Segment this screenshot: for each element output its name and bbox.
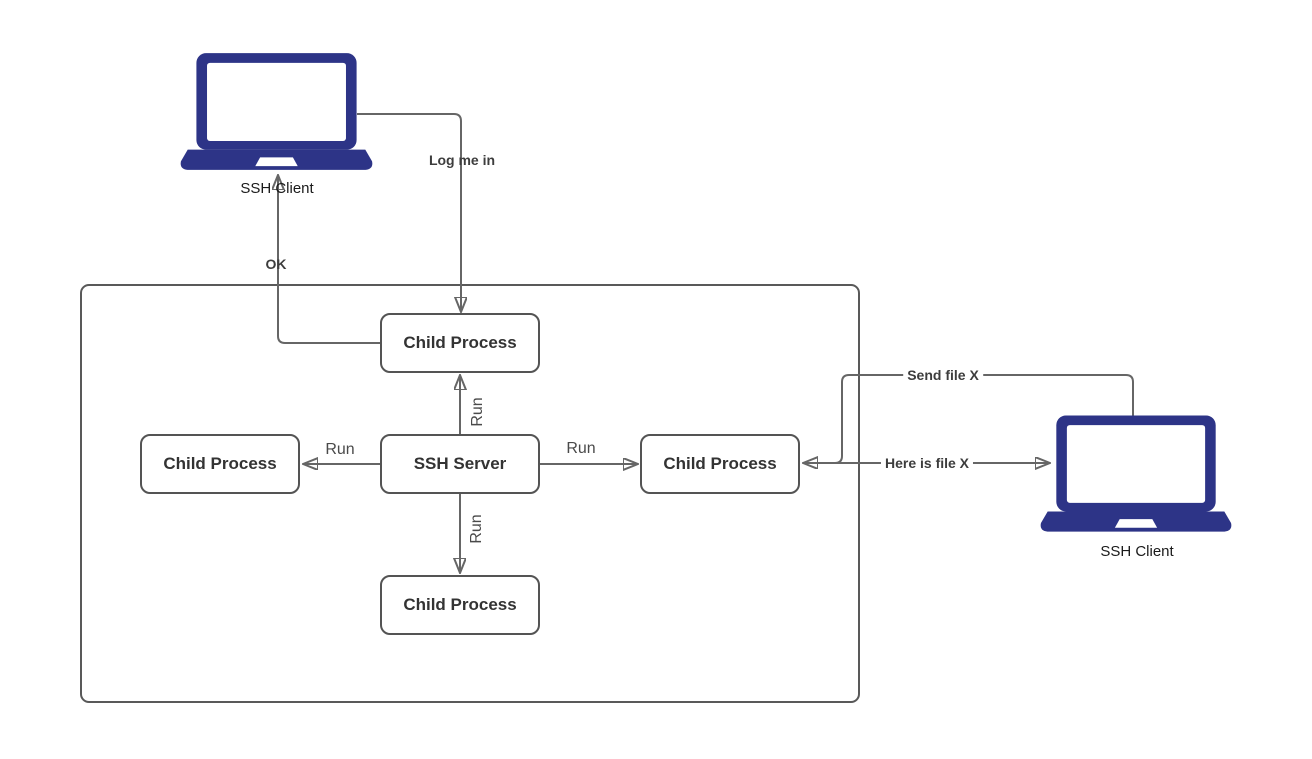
edge-label-run-up: Run: [469, 397, 486, 427]
laptop-icon: [180, 53, 373, 173]
laptop-icon-graphic: [1040, 415, 1232, 532]
edge-ok: [278, 176, 380, 344]
node-label: SSH Server: [413, 454, 507, 473]
node-child-process-left: Child Process: [140, 434, 300, 494]
right-laptop-label: SSH Client: [1100, 543, 1174, 560]
node-child-process-right: Child Process: [640, 434, 800, 494]
node-ssh-server: SSH Server: [380, 434, 540, 494]
edge-label-run-right: Run: [566, 440, 596, 457]
laptop-icon: [1040, 415, 1232, 535]
laptop-icon-graphic: [180, 53, 373, 170]
server-host-boundary: [80, 284, 860, 703]
edge-label-here-is-file-x: Here is file X: [880, 455, 974, 471]
node-child-process-bottom: Child Process: [380, 575, 540, 635]
edge-label-log-me-in: Log me in: [428, 152, 496, 168]
node-label: Child Process: [403, 595, 517, 614]
edge-label-ok: OK: [265, 256, 287, 272]
edge-label-send-file-x: Send file X: [903, 367, 983, 383]
edge-label-run-left: Run: [325, 441, 355, 458]
node-label: Child Process: [403, 333, 517, 352]
left-laptop-label: SSH Client: [240, 180, 314, 197]
edge-send-file-x: [804, 374, 1134, 463]
edge-label-run-down: Run: [468, 514, 485, 544]
edge-log-me-in: [357, 113, 461, 311]
node-label: Child Process: [163, 454, 277, 473]
node-label: Child Process: [663, 454, 777, 473]
node-child-process-top: Child Process: [380, 313, 540, 373]
